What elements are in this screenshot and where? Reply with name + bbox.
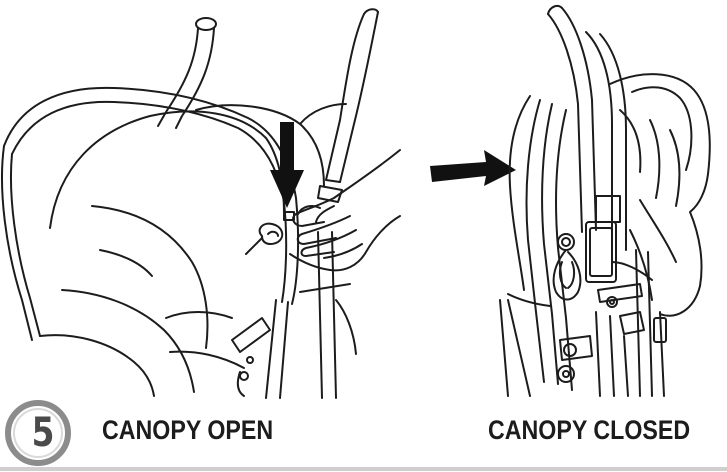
stroller-canopy-closed-illustration [500, 6, 710, 396]
folded-frame [527, 100, 545, 382]
down-arrow-icon [270, 122, 304, 208]
canopy-hinge [260, 224, 283, 244]
step-number: 5 [19, 411, 67, 455]
right-handle [326, 14, 364, 180]
right-arrow-icon [430, 150, 516, 186]
caption-canopy-closed: CANOPY CLOSED [488, 412, 690, 448]
bottom-divider [0, 467, 727, 471]
caption-canopy-open: CANOPY OPEN [102, 412, 273, 448]
ring [558, 234, 574, 250]
stroller-canopy-open-illustration [2, 9, 400, 398]
seat-fabric [92, 206, 207, 348]
tube-end [196, 18, 216, 30]
hand [293, 150, 400, 226]
canopy-outer [4, 88, 298, 304]
instruction-illustration [0, 0, 727, 400]
frame-bar [266, 300, 276, 398]
